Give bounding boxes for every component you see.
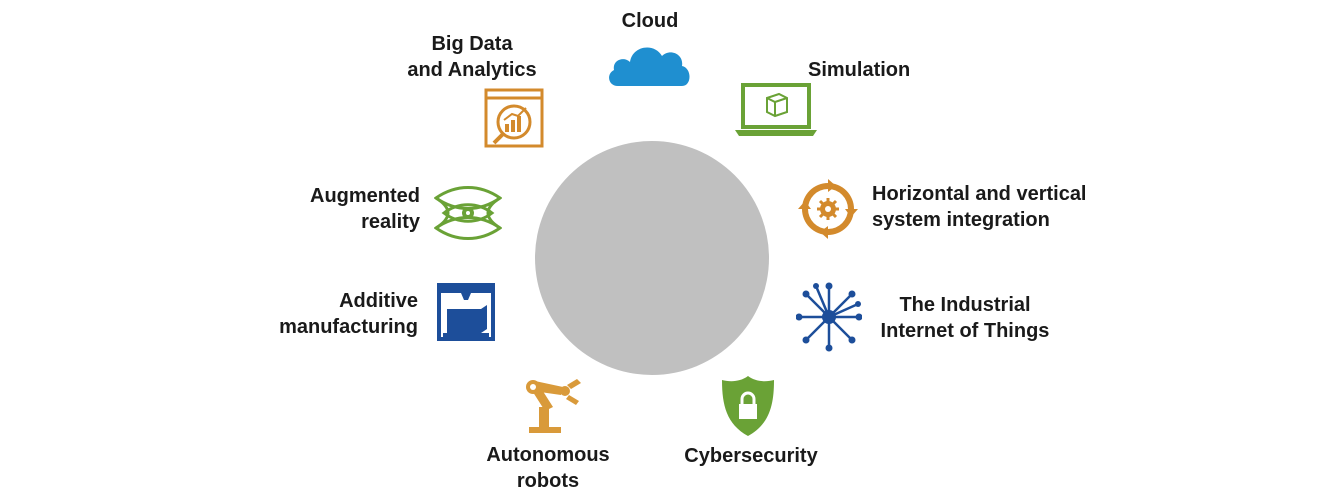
3d-printer-icon: [437, 283, 495, 341]
cycle-gear-icon: [798, 179, 858, 239]
network-hub-icon: [796, 282, 862, 352]
eye-mesh-icon: [434, 186, 502, 240]
cloud-label: Cloud: [621, 10, 679, 32]
integration-label: Horizontal and vertical system integrati…: [872, 183, 1087, 231]
robots-label: Autonomous robots: [486, 444, 610, 492]
cybersecurity-label: Cybersecurity: [684, 445, 818, 467]
cloud-icon: [609, 47, 690, 86]
robot-arm-icon: [526, 379, 581, 433]
center-circle: [535, 141, 769, 375]
ar-label: Augmented reality: [310, 185, 420, 233]
simulation-label: Simulation: [808, 59, 911, 81]
laptop-cube-icon: [735, 83, 817, 136]
bigdata-label: Big Data and Analytics: [407, 33, 537, 81]
additive-label: Additive manufacturing: [279, 290, 418, 338]
analytics-window-icon: [484, 88, 544, 148]
iiot-label: The Industrial Internet of Things: [880, 294, 1050, 342]
shield-lock-icon: [722, 376, 774, 436]
